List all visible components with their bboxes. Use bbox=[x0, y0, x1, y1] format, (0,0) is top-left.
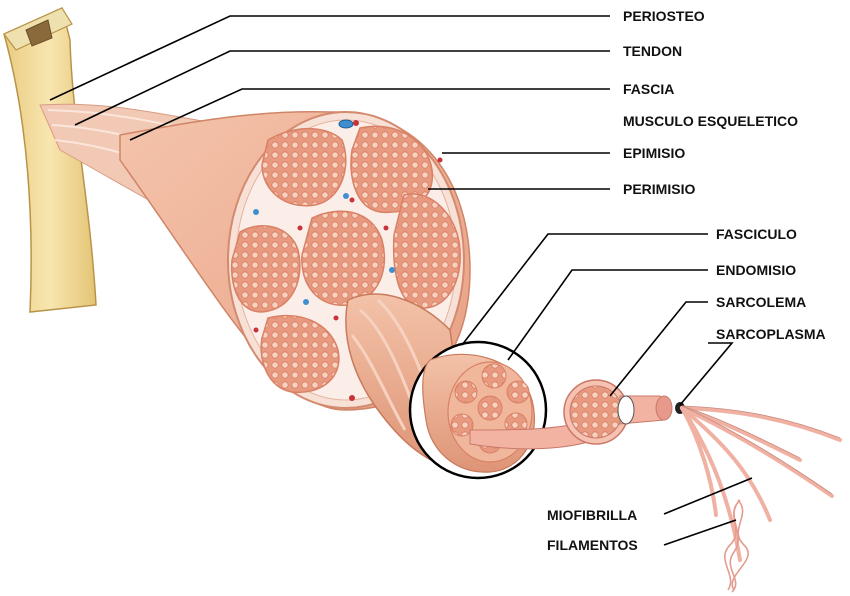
label-epimisio: EPIMISIO bbox=[623, 145, 686, 161]
pointer-lines bbox=[49, 15, 753, 546]
pointer-periosteo bbox=[49, 15, 610, 101]
label-endomisio: ENDOMISIO bbox=[716, 262, 797, 278]
bone bbox=[3, 6, 97, 313]
label-tendon: TENDON bbox=[623, 43, 683, 59]
pointer-sarcoplasma bbox=[679, 342, 734, 406]
label-periosteo: PERIOSTEO bbox=[623, 8, 705, 24]
pointer-tendon bbox=[74, 50, 610, 126]
pointer-miofibrilla bbox=[663, 477, 753, 515]
label-sarcoplasma: SARCOPLASMA bbox=[716, 326, 826, 342]
label-fasciculo: FASCICULO bbox=[716, 226, 797, 242]
pointer-fascia bbox=[129, 88, 610, 141]
label-miofibrilla: MIOFIBRILLA bbox=[547, 507, 638, 523]
label-musculo-esqueletico: MUSCULO ESQUELETICO bbox=[623, 113, 799, 129]
filaments bbox=[724, 499, 749, 593]
label-fascia: FASCIA bbox=[623, 81, 675, 97]
pointer-fasciculo bbox=[461, 233, 708, 346]
muscle-fiber bbox=[469, 379, 685, 450]
label-perimisio: PERIMISIO bbox=[623, 181, 696, 197]
pointer-sarcolema bbox=[609, 301, 708, 397]
blood-vessels bbox=[253, 119, 443, 401]
label-sarcolema: SARCOLEMA bbox=[716, 294, 807, 310]
myofibrils bbox=[680, 406, 842, 562]
pointer-endomisio bbox=[507, 269, 708, 361]
myofibril-outlines bbox=[681, 405, 841, 495]
pointer-filamentos bbox=[663, 519, 737, 546]
label-filamentos: FILAMENTOS bbox=[547, 537, 638, 553]
fascicle-magnified bbox=[408, 340, 548, 480]
